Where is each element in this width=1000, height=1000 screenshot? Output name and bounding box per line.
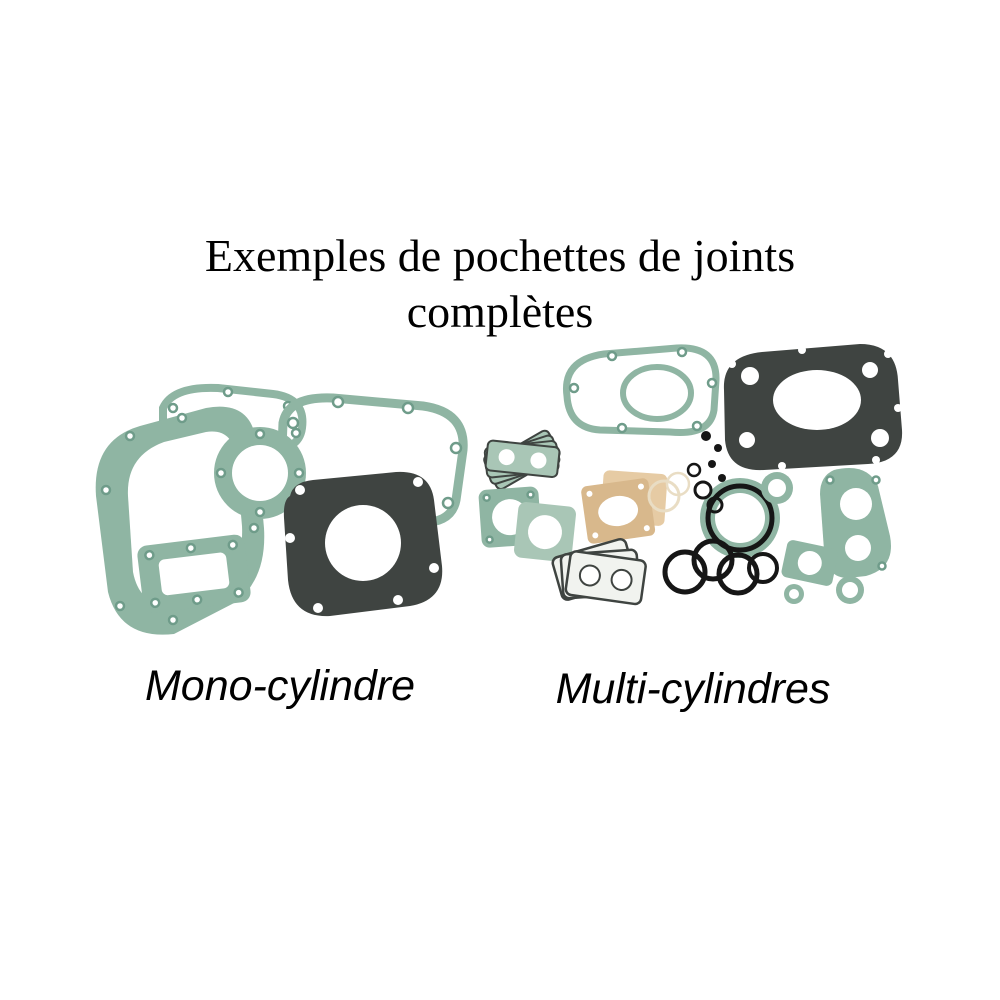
- mono-cylinder-label: Mono-cylindre: [144, 662, 416, 710]
- multi-cylinder-label: Multi-cylindres: [555, 665, 831, 713]
- mono-cylinder-gasket-kit-image: [95, 383, 468, 635]
- title-line-2: complètes: [406, 286, 594, 338]
- multi-cylinder-gasket-kit-image: [478, 344, 903, 606]
- title-line-1: Exemples de pochettes de joints: [204, 230, 796, 281]
- page-title: Exemples de pochettes de joints complète…: [0, 228, 1000, 340]
